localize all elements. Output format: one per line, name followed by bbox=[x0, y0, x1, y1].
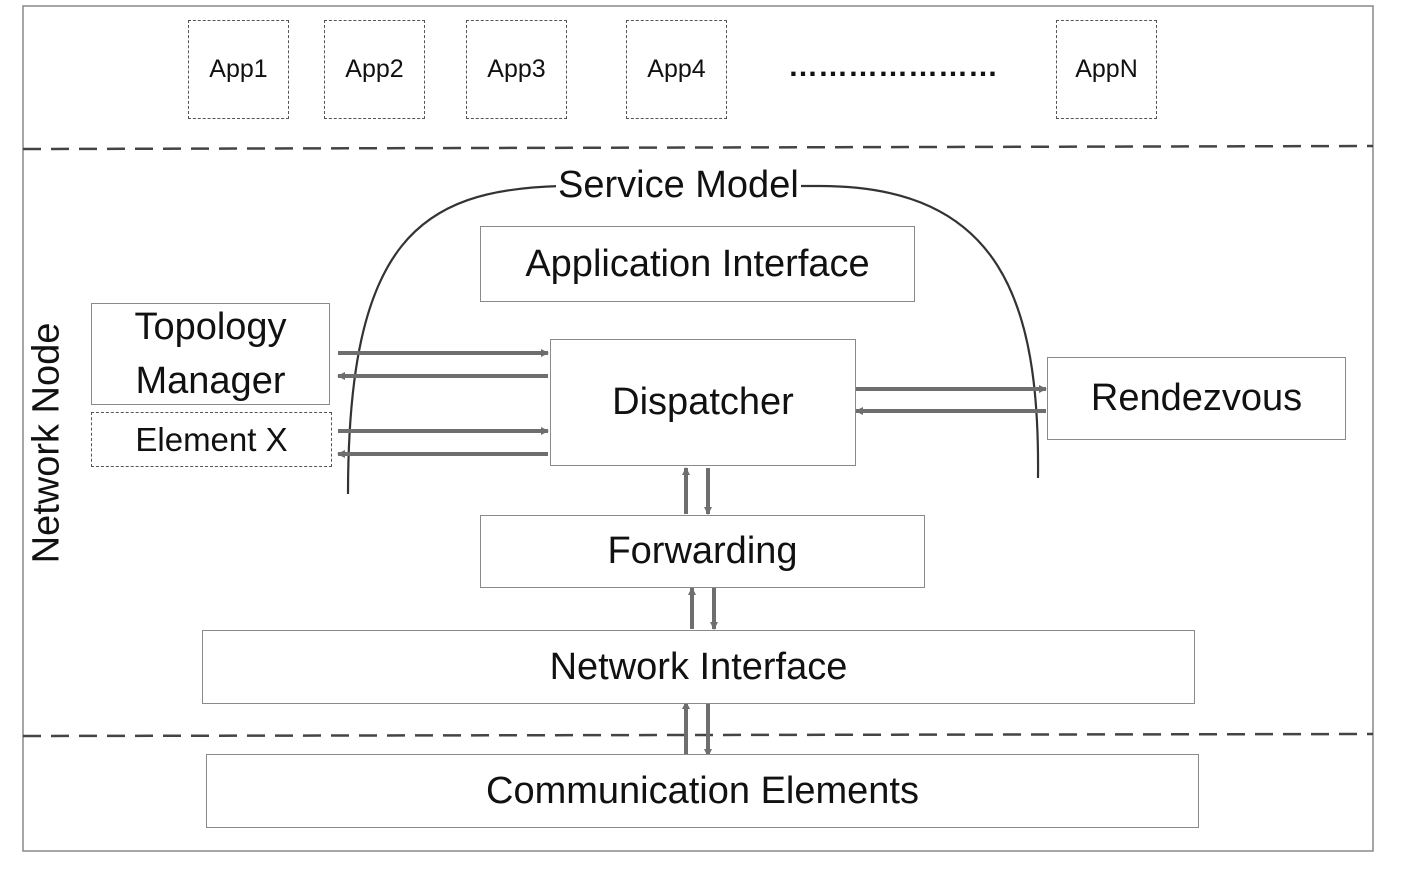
app-label: App3 bbox=[487, 55, 546, 83]
forwarding-box: Forwarding bbox=[480, 515, 925, 588]
app-box-1: App1 bbox=[188, 20, 289, 119]
comm-separator bbox=[22, 732, 1374, 738]
network-interface-label: Network Interface bbox=[549, 645, 848, 688]
application-interface-label: Application Interface bbox=[525, 242, 870, 285]
app-label: App2 bbox=[345, 55, 404, 83]
apps-ellipsis: ………………… bbox=[788, 50, 998, 83]
app-box-2: App2 bbox=[324, 20, 425, 119]
outer-frame bbox=[22, 5, 1374, 852]
forwarding-label: Forwarding bbox=[607, 530, 798, 572]
dispatcher-box: Dispatcher bbox=[550, 339, 856, 466]
network-node-label: Network Node bbox=[25, 322, 68, 564]
dispatcher-label: Dispatcher bbox=[612, 381, 794, 423]
topology-manager-box: Topology Manager bbox=[91, 303, 330, 405]
topology-manager-label-line1: Topology bbox=[134, 306, 287, 348]
app-box-n: AppN bbox=[1056, 20, 1157, 119]
network-interface-box: Network Interface bbox=[202, 630, 1195, 704]
topology-manager-label-line2: Manager bbox=[135, 360, 286, 402]
service-model-label: Service Model bbox=[556, 164, 801, 207]
application-interface-box: Application Interface bbox=[480, 226, 915, 302]
app-label: App1 bbox=[209, 55, 268, 83]
communication-elements-label: Communication Elements bbox=[486, 769, 919, 812]
app-box-3: App3 bbox=[466, 20, 567, 119]
communication-elements-box: Communication Elements bbox=[206, 754, 1199, 828]
element-x-box: Element X bbox=[91, 412, 332, 467]
app-label: App4 bbox=[647, 55, 706, 83]
rendezvous-box: Rendezvous bbox=[1047, 357, 1346, 440]
apps-separator bbox=[22, 144, 1374, 151]
rendezvous-label: Rendezvous bbox=[1090, 377, 1303, 419]
element-x-label: Element X bbox=[135, 420, 288, 458]
app-box-4: App4 bbox=[626, 20, 727, 119]
app-label: AppN bbox=[1075, 55, 1138, 83]
